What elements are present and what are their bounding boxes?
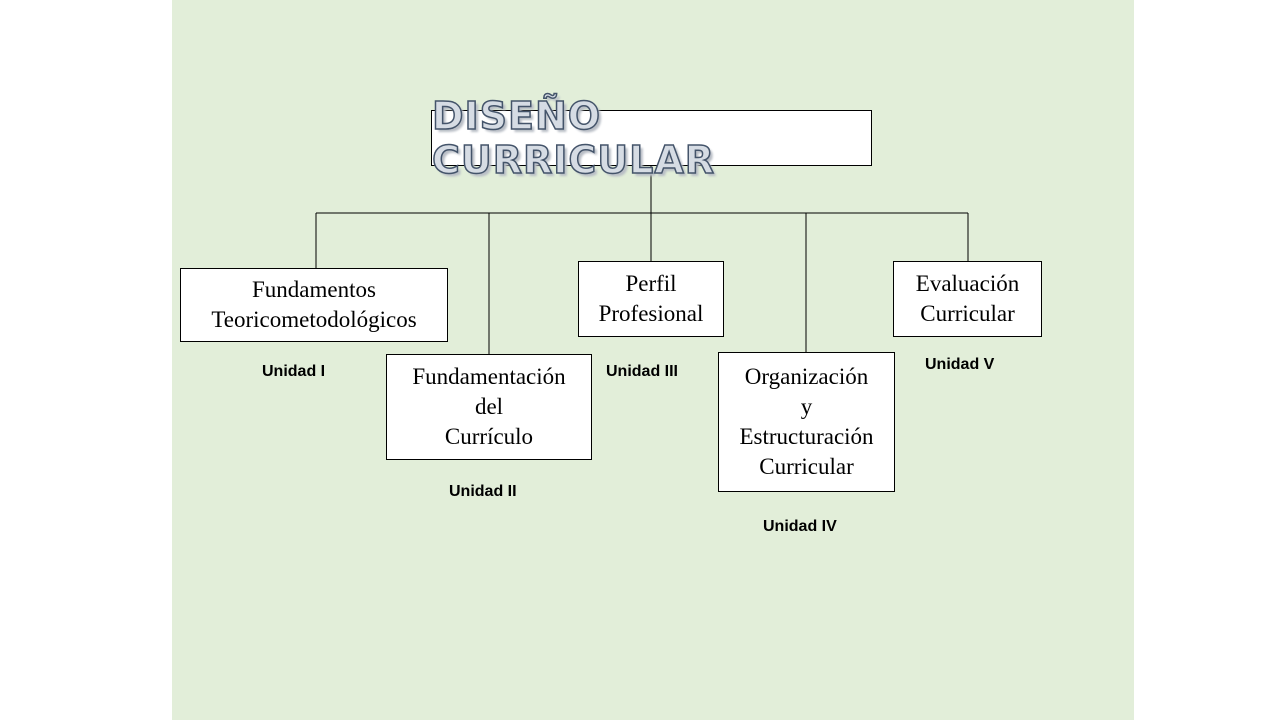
title-box: DISEÑO CURRICULAR: [431, 93, 872, 183]
unit-label-3: Unidad III: [606, 363, 678, 380]
unit-label-4: Unidad IV: [763, 518, 837, 535]
unit-label-1: Unidad I: [262, 363, 326, 380]
node-fundamentacion: Fundamentación del Currículo: [386, 354, 592, 460]
node-fundamentos: Fundamentos Teoricometodológicos: [180, 268, 448, 342]
node-evaluacion: Evaluación Curricular: [893, 261, 1042, 337]
diagram-title: DISEÑO CURRICULAR: [431, 93, 716, 183]
unit-label-2: Unidad II: [449, 483, 517, 500]
node-perfil: Perfil Profesional: [578, 261, 724, 337]
unit-label-5: Unidad V: [925, 356, 995, 373]
node-organizacion: Organización y Estructuración Curricular: [718, 352, 895, 492]
